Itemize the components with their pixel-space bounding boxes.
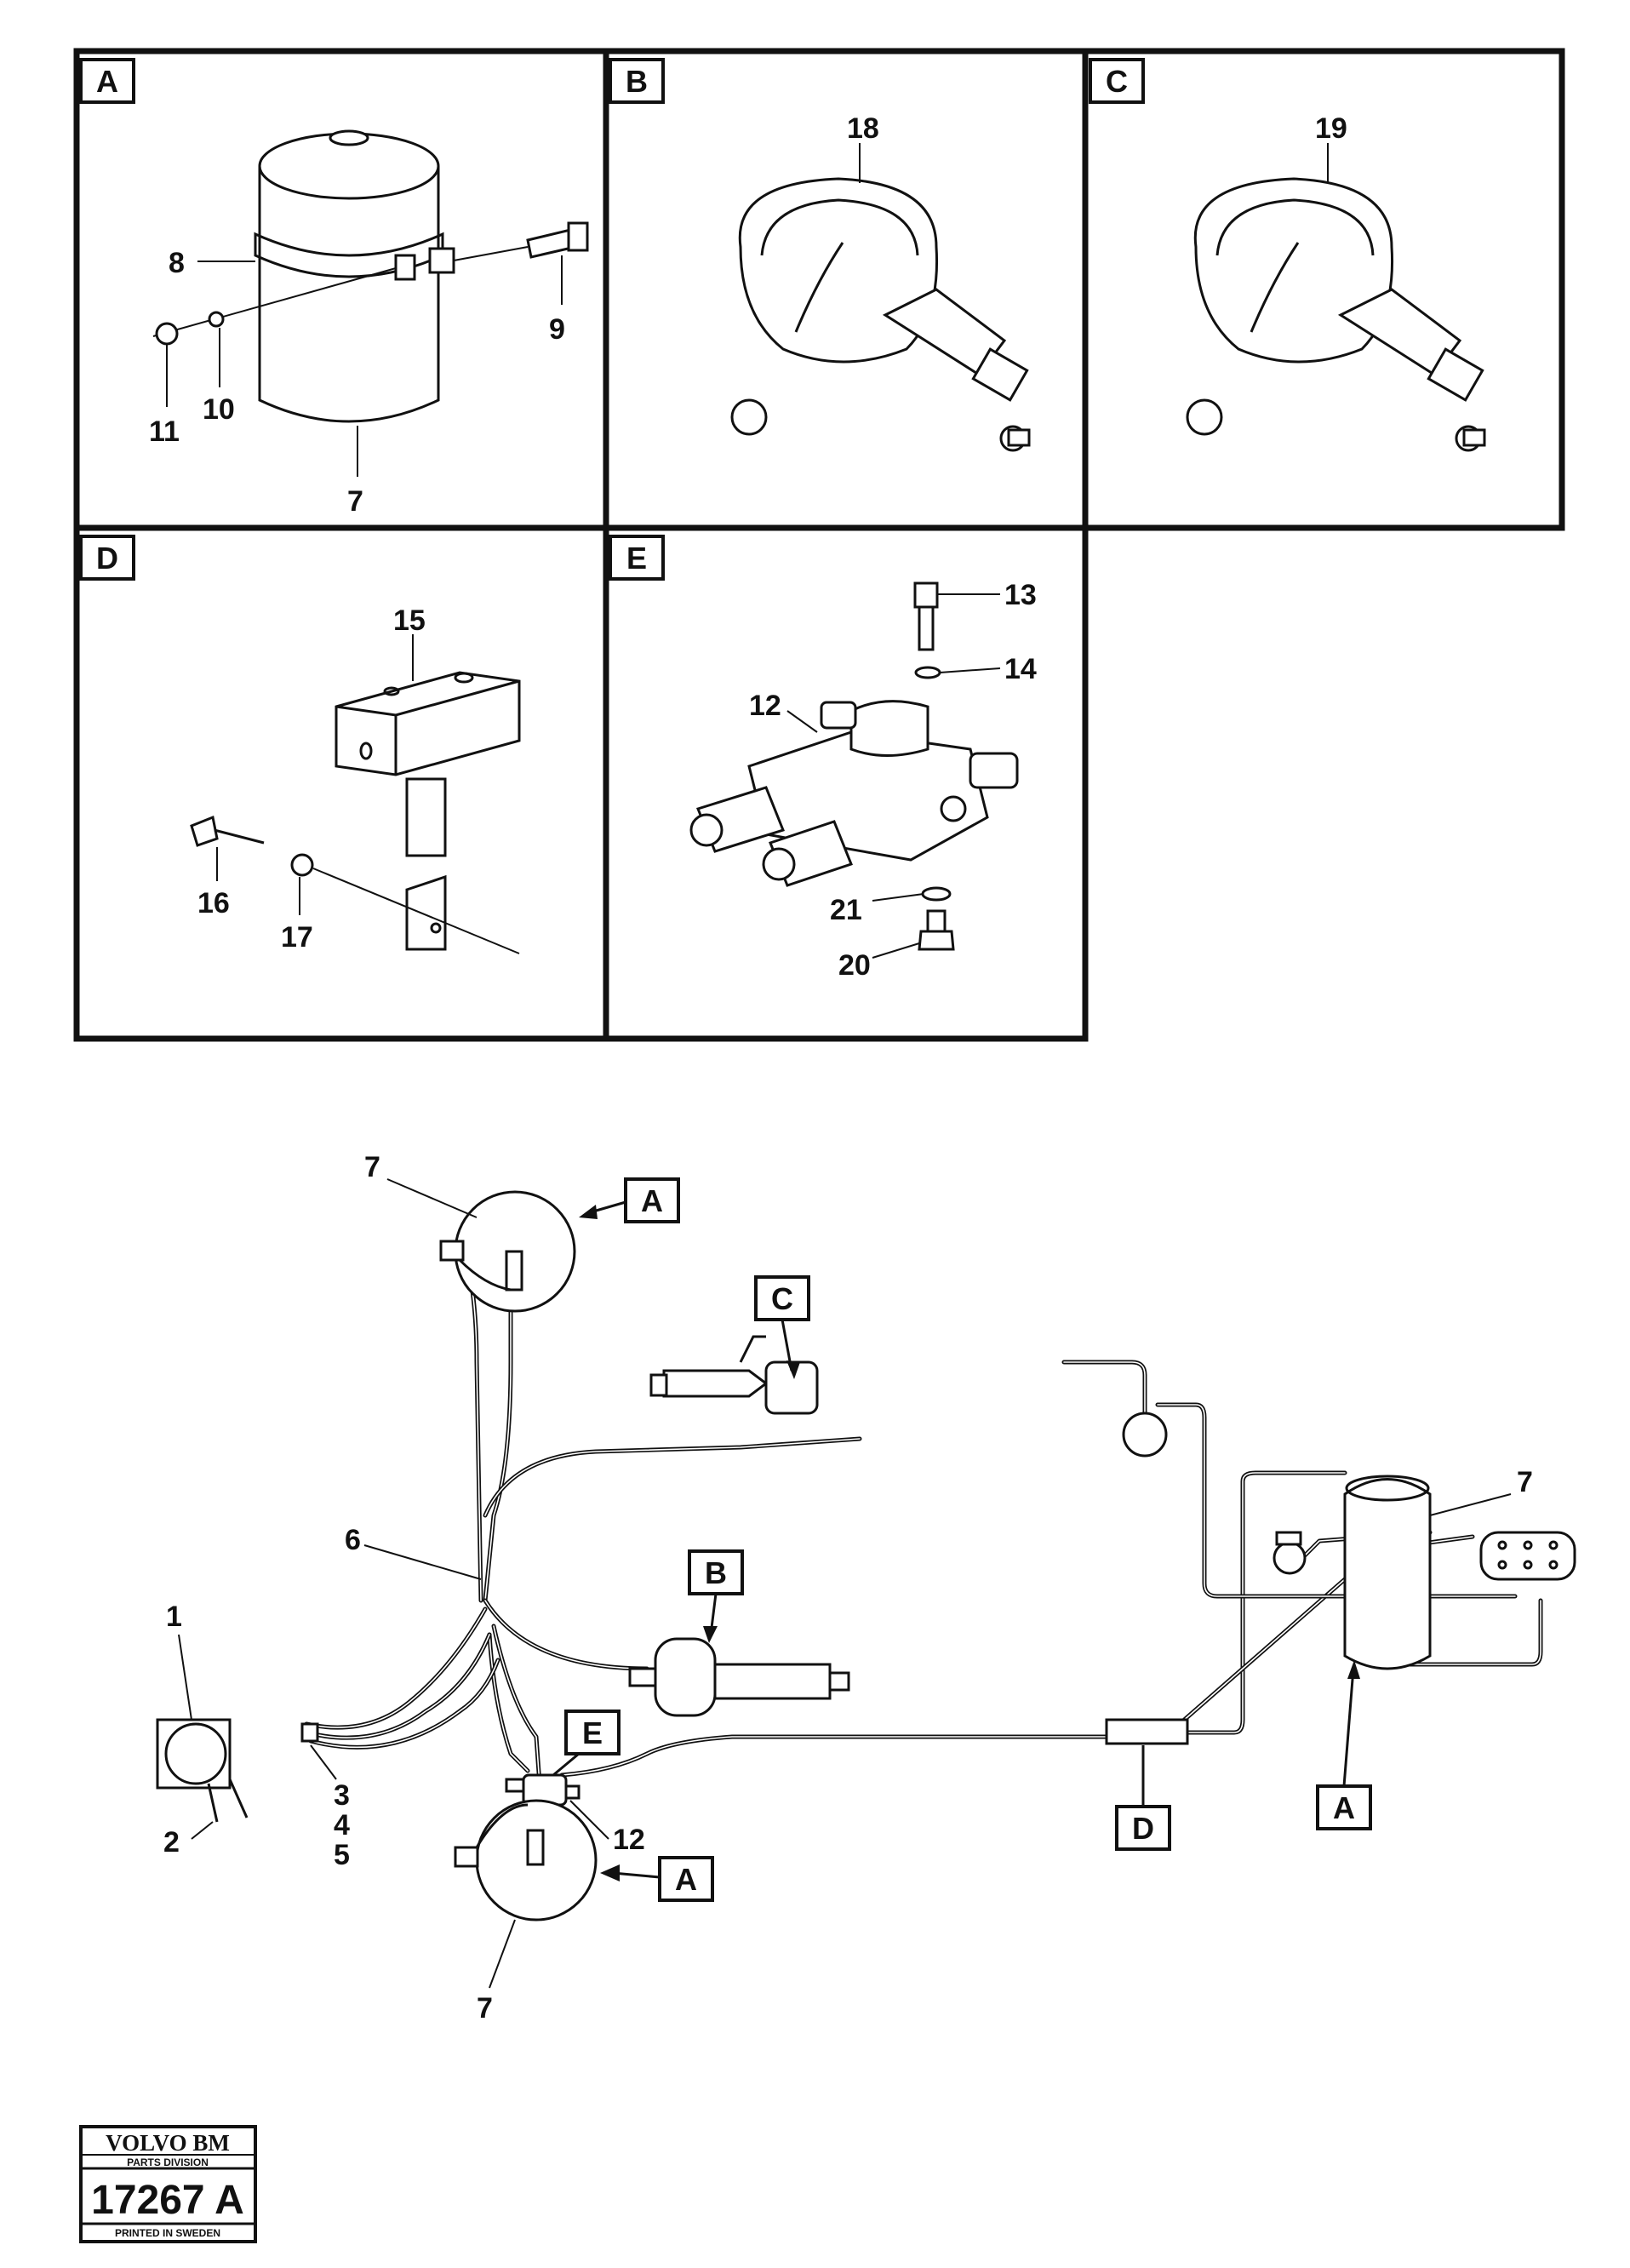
svg-text:D: D — [96, 541, 118, 576]
overview-label-3: 3 — [334, 1779, 350, 1812]
label-14: 14 — [1004, 653, 1037, 685]
label-21: 21 — [830, 894, 862, 926]
stamp-number: 17267 A — [91, 2178, 244, 2223]
label-13: 13 — [1004, 579, 1037, 611]
panel-b-letter-box: B — [609, 58, 665, 104]
panel-b-brake-chamber — [730, 177, 1031, 452]
panel-c-brake-chamber — [1186, 177, 1486, 452]
callout-b: B — [688, 1549, 744, 1643]
panel-a-leaders — [166, 255, 563, 477]
callout-a-right: A — [1316, 1660, 1372, 1830]
svg-text:A: A — [641, 1183, 663, 1218]
label-7: 7 — [347, 485, 363, 518]
overview-label-7-bottom: 7 — [477, 1992, 493, 2025]
callout-c: C — [754, 1275, 810, 1379]
callout-a-bottom: A — [600, 1856, 714, 1902]
panel-e-leaders — [786, 593, 1001, 959]
svg-text:C: C — [771, 1281, 793, 1316]
svg-text:A: A — [96, 64, 118, 99]
panel-e-letter-box: E — [609, 535, 665, 581]
panel-e-control-valve — [689, 581, 1019, 951]
panel-a-letter-box: A — [79, 58, 135, 104]
overview-label-5: 5 — [334, 1839, 350, 1871]
panel-d-bracket — [190, 671, 521, 954]
stamp-division: PARTS DIVISION — [127, 2156, 209, 2168]
svg-text:E: E — [626, 541, 647, 576]
svg-text:E: E — [582, 1715, 603, 1750]
label-20: 20 — [838, 949, 871, 982]
label-18: 18 — [847, 112, 879, 145]
callout-a-top: A — [579, 1177, 680, 1223]
overview-label-7-right: 7 — [1517, 1466, 1533, 1498]
callout-d: D — [1115, 1745, 1171, 1851]
overview-components — [156, 1190, 1576, 1922]
overview-label-6: 6 — [345, 1524, 361, 1556]
svg-text:B: B — [705, 1555, 727, 1590]
panel-d-letter-box: D — [79, 535, 135, 581]
label-9: 9 — [549, 313, 565, 346]
svg-text:B: B — [626, 64, 648, 99]
stamp-printed: PRINTED IN SWEDEN — [115, 2227, 220, 2239]
svg-text:A: A — [675, 1862, 697, 1897]
volvo-bm-stamp: VOLVO BM PARTS DIVISION 17267 A PRINTED … — [79, 2125, 257, 2243]
label-17: 17 — [281, 921, 313, 954]
panel-a-air-tank — [152, 129, 589, 423]
label-16: 16 — [197, 887, 230, 919]
overview-leaders — [178, 1178, 1512, 1989]
label-12: 12 — [749, 690, 781, 722]
panel-frames — [73, 48, 1565, 1042]
svg-text:D: D — [1132, 1811, 1154, 1846]
svg-text:C: C — [1106, 64, 1128, 99]
panel-c-letter-box: C — [1089, 58, 1145, 104]
overview-label-1: 1 — [166, 1601, 182, 1633]
svg-text:A: A — [1333, 1790, 1355, 1825]
callout-e: E — [552, 1710, 621, 1777]
stamp-brand: VOLVO BM — [106, 2130, 230, 2156]
overview-label-2: 2 — [163, 1826, 180, 1858]
label-8: 8 — [169, 247, 185, 279]
label-10: 10 — [203, 393, 235, 426]
label-15: 15 — [393, 604, 426, 637]
overview-label-4: 4 — [334, 1809, 350, 1841]
panel-d-leaders — [216, 634, 414, 915]
overview-label-12: 12 — [613, 1824, 645, 1856]
label-19: 19 — [1315, 112, 1347, 145]
label-11: 11 — [149, 415, 180, 448]
overview-label-7-top: 7 — [364, 1151, 380, 1183]
